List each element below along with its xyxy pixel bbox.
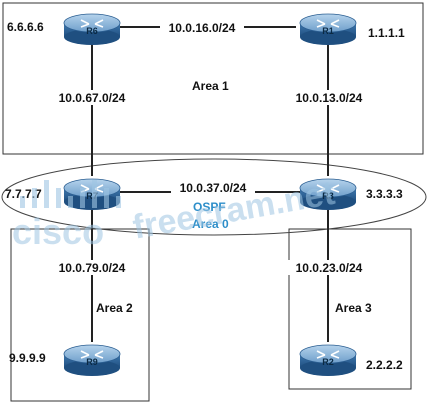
router-r1[interactable]: R1 [299, 13, 357, 45]
cisco-logo-bars [20, 180, 121, 208]
router-r3-id: 3.3.3.3 [366, 187, 403, 201]
area3-boundary [288, 228, 412, 390]
area0-label: Area 0 [192, 217, 229, 231]
link-label-bg-r3-r2 [287, 260, 371, 275]
link-label-r7-r3: 10.0.37.0/24 [180, 181, 247, 195]
router-icon [63, 13, 121, 33]
router-r2-name: R2 [322, 357, 334, 367]
router-icon [63, 344, 121, 364]
link-label-r1-r3: 10.0.13.0/24 [296, 91, 363, 105]
router-r1-id: 1.1.1.1 [368, 26, 405, 40]
router-icon [299, 13, 357, 33]
link-label-r6-r7: 10.0.67.0/24 [59, 91, 126, 105]
router-r6-name: R6 [86, 26, 98, 36]
link-label-bg-r7-r9 [50, 260, 134, 275]
router-icon [299, 344, 357, 364]
area2-label: Area 2 [96, 301, 133, 315]
link-label-bg-r6-r1 [160, 20, 244, 35]
router-r1-name: R1 [322, 26, 334, 36]
router-r6[interactable]: R6 [63, 13, 121, 45]
link-label-r3-r2: 10.0.23.0/24 [296, 261, 363, 275]
watermark-brand: cisco [12, 211, 104, 252]
link-label-bg-r1-r3 [287, 90, 371, 105]
area2-boundary [10, 228, 150, 402]
area0-protocol-label: OSPF [193, 200, 226, 214]
router-r9-id: 9.9.9.9 [9, 351, 46, 365]
area1-boundary [2, 2, 424, 155]
link-label-bg-r7-r3 [171, 180, 255, 195]
router-r9-name: R9 [86, 357, 98, 367]
router-icon [299, 178, 357, 198]
link-label-r6-r1: 10.0.16.0/24 [169, 21, 236, 35]
area0-boundary [1, 158, 427, 236]
router-r2-id: 2.2.2.2 [366, 358, 403, 372]
router-r3[interactable]: R3 [299, 178, 357, 210]
router-r9[interactable]: R9 [63, 344, 121, 376]
link-label-r7-r9: 10.0.79.0/24 [59, 261, 126, 275]
link-label-bg-r6-r7 [50, 90, 134, 105]
area1-label: Area 1 [192, 79, 229, 93]
router-r6-id: 6.6.6.6 [7, 20, 44, 34]
router-r2[interactable]: R2 [299, 344, 357, 376]
router-r3-name: R3 [322, 191, 334, 201]
area3-label: Area 3 [335, 301, 372, 315]
